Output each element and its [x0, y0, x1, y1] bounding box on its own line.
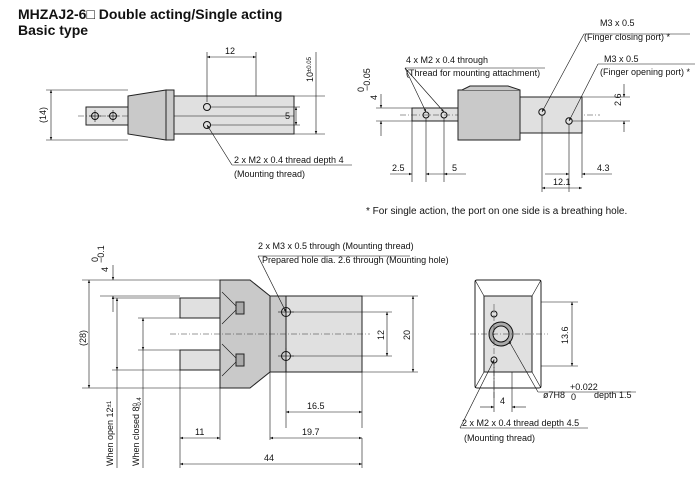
view-end: 13.6 4 ø7H8 +0.022 0 depth 1.5 2 x M2 x … [459, 279, 636, 443]
svg-text:0: 0 [356, 87, 366, 92]
svg-text:−0.05: −0.05 [362, 68, 372, 91]
subtitle-text: Basic type [18, 22, 89, 38]
v4-dim-13-6: 13.6 [560, 326, 570, 344]
v3-dim-19-7: 19.7 [302, 427, 320, 437]
v4-bore-depth: depth 1.5 [594, 390, 632, 400]
v2-dim-4: 4 [369, 95, 379, 100]
v4-callout-line1: 2 x M2 x 0.4 thread depth 4.5 [462, 418, 579, 428]
v3-dim-20: 20 [402, 330, 412, 340]
v2-dim-4-3: 4.3 [597, 163, 610, 173]
v1-body-taper [127, 89, 167, 141]
v2-thru-line1: 4 x M2 x 0.4 through [406, 55, 488, 65]
svg-text:+0.022: +0.022 [570, 382, 598, 392]
v2-open-port-line1: M3 x 0.5 [604, 54, 639, 64]
title-text: MHZAJ2-6□ Double acting/Single acting [18, 6, 283, 22]
footnote: * For single action, the port on one sid… [366, 206, 628, 217]
view-front: 2 x M3 x 0.5 through (Mounting thread) P… [78, 241, 449, 468]
v4-bore-label: ø7H8 [543, 390, 565, 400]
svg-text:0: 0 [90, 257, 100, 262]
v2-cylinder-cap [519, 96, 583, 134]
v2-finger-plate [411, 107, 459, 122]
v3-dim-4: 4 [100, 267, 110, 272]
v1-dim-10: 10±0.05 [305, 56, 315, 82]
v1-dim-5: 5 [285, 111, 290, 121]
v2-dim-12-1: 12.1 [553, 177, 571, 187]
view-side: 4 0 −0.05 4 x M2 x 0.4 through (Thread f… [356, 18, 695, 192]
v1-callout-line2: (Mounting thread) [234, 169, 305, 179]
v2-close-port-line1: M3 x 0.5 [600, 18, 635, 28]
v1-body-main [165, 89, 175, 141]
view-top: 12 10±0.05 5 (14) 2 x M2 x 0.4 thread de… [38, 46, 352, 179]
v3-open-label: When open 12±1 [105, 400, 115, 466]
v2-dim-2-6: 2.6 [613, 93, 623, 106]
v1-jaw-block [173, 95, 295, 135]
v2-dim-2-5: 2.5 [392, 163, 405, 173]
v2-close-port-line2: (Finger closing port) * [584, 32, 671, 42]
v2-dim-5: 5 [452, 163, 457, 173]
v4-callout-line2: (Mounting thread) [464, 433, 535, 443]
svg-text:0: 0 [571, 392, 576, 402]
v2-thru-line2: (Thread for mounting attachment) [406, 68, 540, 78]
v3-closed-label: When closed 80−0.4 [131, 397, 143, 466]
v3-thru-line1: 2 x M3 x 0.5 through (Mounting thread) [258, 241, 414, 251]
v1-dim-12: 12 [225, 46, 235, 56]
page-title: MHZAJ2-6□ Double acting/Single acting Ba… [18, 6, 282, 38]
v3-thru-line2: Prepared hole dia. 2.6 through (Mounting… [262, 255, 449, 265]
v4-dim-4: 4 [500, 396, 505, 406]
v1-callout-line1: 2 x M2 x 0.4 thread depth 4 [234, 155, 344, 165]
v3-dim-28: (28) [78, 330, 88, 346]
v2-open-port-line2: (Finger opening port) * [600, 67, 691, 77]
v3-dim-11: 11 [195, 427, 204, 437]
v3-dim-12: 12 [376, 330, 386, 340]
v2-body [457, 89, 521, 141]
v1-dim-14: (14) [38, 107, 48, 123]
v3-dim-44: 44 [264, 453, 274, 463]
svg-text:−0.1: −0.1 [96, 245, 106, 263]
v3-finger-lower [179, 349, 221, 371]
v3-dim-16-5: 16.5 [307, 401, 325, 411]
v3-finger-upper [179, 297, 221, 319]
